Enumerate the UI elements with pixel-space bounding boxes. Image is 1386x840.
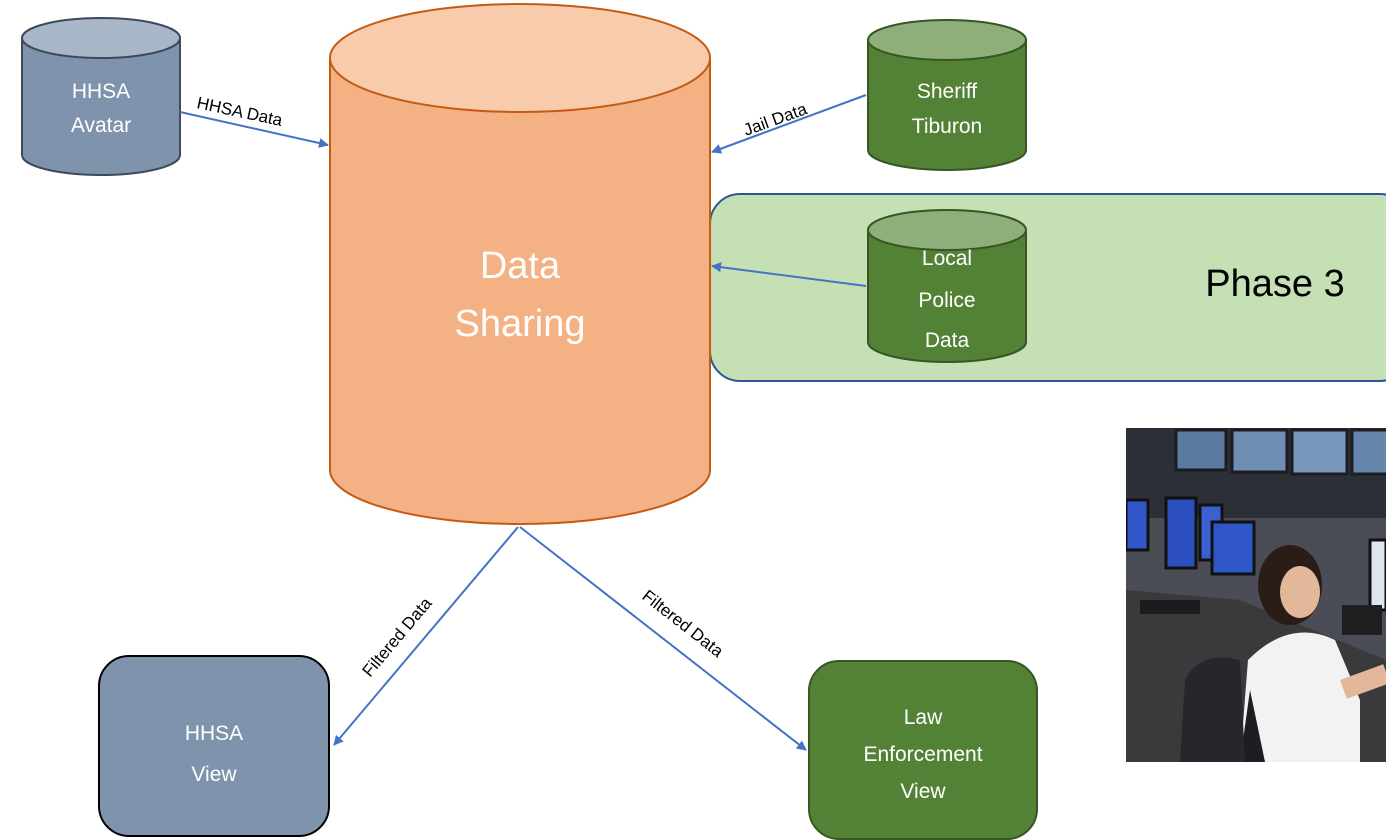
filtered-data-left-arrow xyxy=(333,526,519,746)
hhsa-data-arrow xyxy=(179,111,329,148)
data-sharing-label-line2: Sharing xyxy=(455,303,586,345)
filtered-data-right-edge-label: Filtered Data xyxy=(639,586,728,661)
local-police-label-line1: Local xyxy=(922,247,972,270)
hhsa-view-label-line2: View xyxy=(191,763,237,786)
dispatcher-photo xyxy=(1126,428,1386,762)
sheriff-tiburon-cylinder: Sheriff Tiburon xyxy=(867,19,1027,171)
hhsa-view-box: HHSA View xyxy=(98,655,330,837)
police-data-arrow xyxy=(711,262,867,287)
hhsa-avatar-cylinder: HHSA Avatar xyxy=(21,17,181,176)
hhsa-avatar-label-line2: Avatar xyxy=(71,114,131,137)
law-enforcement-label-line3: View xyxy=(900,780,946,803)
data-sharing-label-line1: Data xyxy=(480,245,561,287)
hhsa-view-label-line1: HHSA xyxy=(185,722,243,745)
sheriff-tiburon-label-line1: Sheriff xyxy=(917,80,977,103)
local-police-label-line2: Police xyxy=(918,289,975,312)
sheriff-tiburon-label-line2: Tiburon xyxy=(912,115,982,138)
data-sharing-cylinder: Data Sharing xyxy=(329,3,711,525)
local-police-label-line3: Data xyxy=(925,329,970,352)
jail-data-edge-label: Jail Data xyxy=(741,99,810,140)
phase3-label: Phase 3 xyxy=(1205,263,1344,305)
law-enforcement-label-line2: Enforcement xyxy=(863,743,982,766)
filtered-data-right-arrow xyxy=(519,526,807,751)
local-police-data-cylinder: Local Police Data xyxy=(867,209,1027,363)
jail-data-arrow xyxy=(711,94,867,154)
law-enforcement-label-line1: Law xyxy=(904,706,943,729)
hhsa-avatar-label-line1: HHSA xyxy=(72,80,130,103)
phase3-region: Phase 3 xyxy=(709,193,1386,382)
law-enforcement-view-box: Law Enforcement View xyxy=(808,660,1038,840)
